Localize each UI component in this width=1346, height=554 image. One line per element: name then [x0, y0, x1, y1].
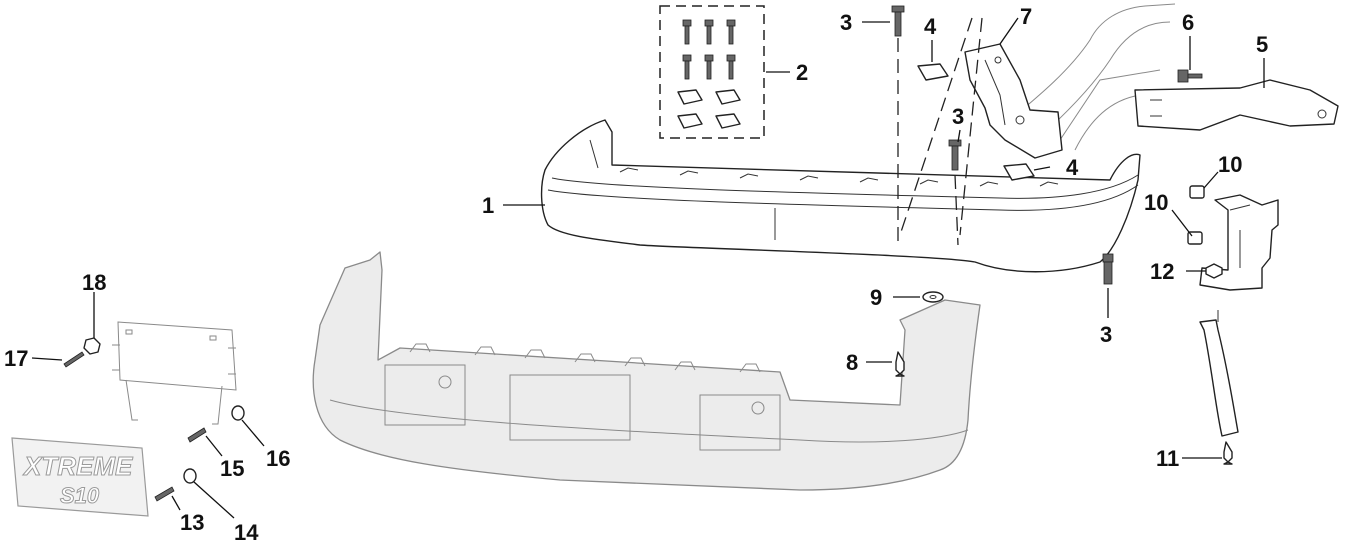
callout-3-mid: 3 — [952, 104, 964, 129]
clip-10-part — [1187, 185, 1205, 245]
callout-14: 14 — [234, 520, 259, 545]
leader-lines — [31, 17, 1265, 519]
callout-3-top: 3 — [840, 10, 852, 35]
callout-8: 8 — [846, 350, 858, 375]
push-pin-11-part — [1223, 441, 1233, 465]
callout-1: 1 — [482, 193, 494, 218]
frame-extension-part — [1134, 79, 1339, 131]
callout-labels: 1 2 3 3 3 4 4 5 6 7 8 9 10 10 11 12 13 1… — [4, 4, 1268, 545]
emblem-line2: S10 — [60, 483, 100, 508]
callout-11: 11 — [1156, 446, 1179, 471]
callout-5: 5 — [1256, 32, 1268, 57]
push-pin-8-part — [895, 351, 905, 377]
callout-16: 16 — [266, 446, 290, 471]
bolt-3-part — [891, 5, 1114, 285]
callout-2: 2 — [796, 60, 808, 85]
installation-lines — [897, 17, 983, 246]
callout-7: 7 — [1020, 4, 1032, 29]
license-plate-bracket-part — [112, 321, 237, 425]
washer-9-part — [922, 291, 944, 303]
callout-10-top: 10 — [1218, 152, 1242, 177]
clip-4-part — [917, 63, 1035, 181]
callout-3-bottom: 3 — [1100, 322, 1112, 347]
nut-12-part — [1205, 263, 1223, 279]
support-strap-part — [1199, 310, 1239, 437]
bolt-6-part — [1177, 69, 1203, 83]
hardware-kit-box — [659, 5, 765, 139]
small-hardware-left — [63, 337, 245, 502]
callout-6: 6 — [1182, 10, 1194, 35]
emblem-plate-part: XTREME S10 — [11, 437, 149, 517]
bumper-bracket-part — [964, 43, 1063, 159]
callout-9: 9 — [870, 285, 882, 310]
callout-13: 13 — [180, 510, 204, 535]
callout-10-bottom: 10 — [1144, 190, 1168, 215]
emblem-line1: XTREME — [22, 451, 133, 481]
callout-15: 15 — [220, 456, 244, 481]
callout-18: 18 — [82, 270, 106, 295]
lower-air-dam-part — [312, 251, 981, 491]
callout-4-bottom: 4 — [1066, 155, 1079, 180]
bumper-cover-part — [540, 119, 1141, 273]
callout-12: 12 — [1150, 259, 1174, 284]
callout-4-top: 4 — [924, 14, 937, 39]
callout-17: 17 — [4, 346, 28, 371]
